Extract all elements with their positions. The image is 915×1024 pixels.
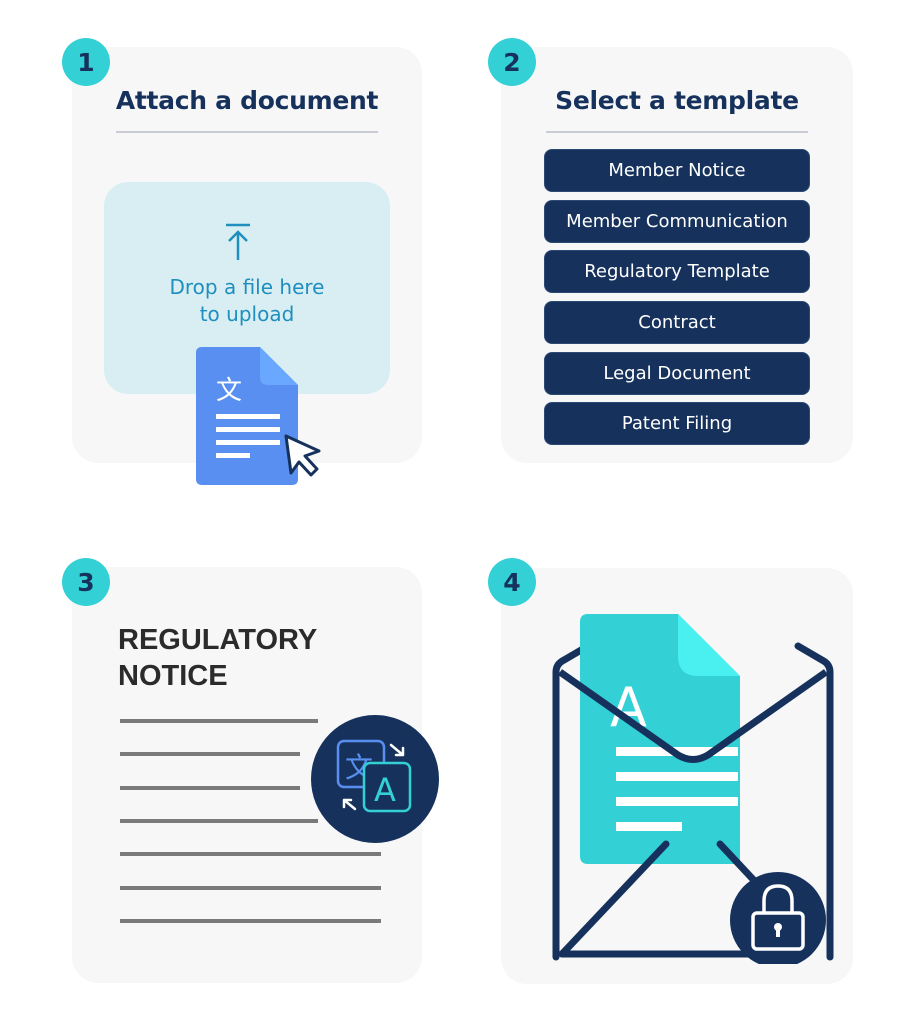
- step-1-divider: [116, 131, 378, 133]
- open-envelope-icon: [552, 642, 834, 961]
- text-line: [120, 786, 300, 790]
- regulatory-notice-title: REGULATORY NOTICE: [118, 622, 317, 694]
- dropzone-text-line1: Drop a file here: [169, 275, 325, 299]
- step-2-badge: 2: [488, 38, 536, 86]
- regulatory-title-line2: NOTICE: [118, 660, 228, 692]
- language-translate-icon: 文 A: [311, 715, 439, 843]
- text-line: [120, 852, 381, 856]
- template-patent-filing[interactable]: Patent Filing: [544, 402, 810, 445]
- template-contract[interactable]: Contract: [544, 301, 810, 344]
- text-line: [120, 886, 381, 890]
- step-2-divider: [546, 131, 808, 133]
- step-3-badge: 3: [62, 558, 110, 606]
- text-line: [120, 719, 318, 723]
- upload-icon: [226, 223, 250, 260]
- svg-text:文: 文: [216, 376, 242, 406]
- step-1-title: Attach a document: [115, 86, 379, 115]
- template-member-communication[interactable]: Member Communication: [544, 200, 810, 243]
- mouse-pointer-icon: [284, 434, 321, 477]
- text-line: [120, 819, 318, 823]
- step-1-badge: 1: [62, 38, 110, 86]
- regulatory-title-line1: REGULATORY: [118, 624, 318, 656]
- text-line: [120, 919, 381, 923]
- translate-document-icon[interactable]: 文: [196, 347, 298, 485]
- template-member-notice[interactable]: Member Notice: [544, 149, 810, 192]
- secure-email-icon: A: [552, 614, 834, 964]
- template-regulatory-template[interactable]: Regulatory Template: [544, 250, 810, 293]
- dropzone-instructions: Drop a file here to upload: [104, 274, 390, 328]
- step-2-title: Select a template: [555, 86, 799, 115]
- template-legal-document[interactable]: Legal Document: [544, 352, 810, 395]
- step-4-badge: 4: [488, 558, 536, 606]
- dropzone-text-line2: to upload: [199, 302, 295, 326]
- text-line: [120, 752, 300, 756]
- svg-text:A: A: [374, 771, 396, 809]
- padlock-icon: [730, 872, 826, 964]
